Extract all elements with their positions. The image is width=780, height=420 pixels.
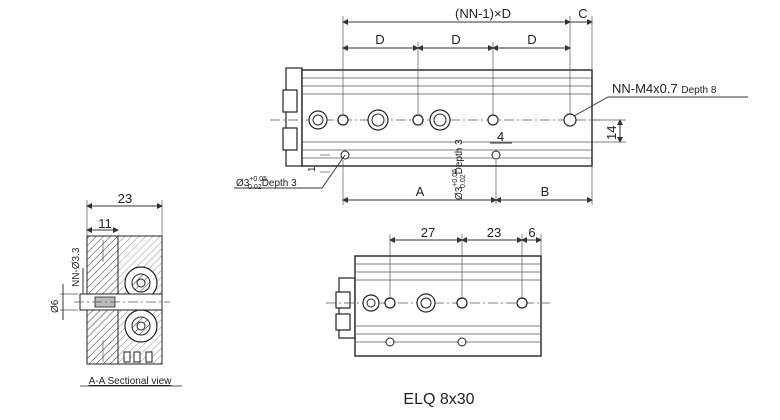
section-inner-label: 11 (98, 216, 112, 231)
four-label: 4 (497, 129, 504, 144)
height-label: 14 (604, 126, 619, 140)
section-caption: A-A Sectional view (89, 376, 173, 387)
top-port-lower (282, 127, 298, 151)
dim-27: 27 (421, 225, 435, 240)
d-label-2: D (451, 32, 460, 47)
d-label-1: D (375, 32, 384, 47)
drawing-title: ELQ 8x30 (403, 391, 474, 408)
top-port-upper (282, 89, 298, 113)
c-label: C (578, 6, 587, 21)
dim-23: 23 (487, 225, 501, 240)
section-dia-label: Ø6 (50, 299, 61, 313)
pin-right-label: Ø3+0.050.02Depth 3 (452, 139, 467, 200)
bottom-port-lower (335, 313, 351, 331)
section-width-label: 23 (118, 191, 132, 206)
pitch-label: (NN-1)×D (455, 6, 511, 21)
one-label: 1 (307, 166, 318, 172)
dim-6: 6 (528, 225, 535, 240)
section-view: 23 11 NN-Ø3.3 Ø6 A-A Sectional view (50, 191, 182, 387)
d-label-3: D (527, 32, 536, 47)
thread-label: NN-M4x0.7 Depth 8 (612, 81, 717, 96)
top-view: (NN-1)×D C D D D NN-M4x0.7 Depth 8 14 4 … (234, 6, 748, 205)
bottom-port-upper (335, 291, 351, 309)
bottom-body (354, 255, 542, 357)
b-label: B (541, 184, 550, 199)
bottom-view: 27 23 6 (326, 225, 550, 357)
section-hole-label: NN-Ø3.3 (71, 247, 82, 287)
a-label: A (416, 184, 425, 199)
